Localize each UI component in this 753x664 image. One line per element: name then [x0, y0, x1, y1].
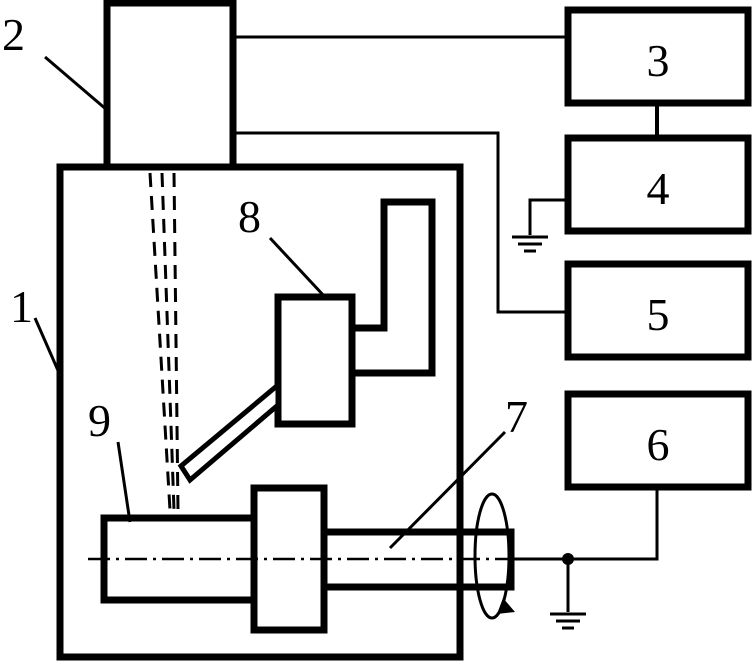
label-4: 4 [647, 163, 670, 214]
label-1: 1 [10, 281, 33, 332]
label-9: 9 [88, 395, 111, 446]
ground-symbol-shaft [550, 612, 586, 630]
wire-gun-to-5 [233, 131, 568, 314]
label-6: 6 [647, 419, 670, 470]
leader-8 [268, 236, 327, 299]
chamber [56, 163, 464, 661]
label-2: 2 [2, 9, 25, 60]
electron-gun [103, 0, 237, 171]
wire-4-to-ground [528, 198, 568, 235]
label-8: 8 [238, 191, 261, 242]
electron-beam [148, 172, 180, 511]
label-3: 3 [647, 35, 670, 86]
ground-symbol-4 [512, 235, 548, 253]
rotation-arrow [473, 492, 515, 620]
detector-holder [352, 198, 436, 377]
leader-7 [388, 430, 507, 550]
detector-probe [177, 379, 281, 484]
leader-2 [44, 55, 108, 112]
leader-1 [33, 317, 62, 376]
leader-9 [116, 441, 132, 523]
detector-body [274, 293, 356, 428]
label-7: 7 [505, 391, 528, 442]
wire-shaft-to-6 [511, 487, 659, 561]
label-5: 5 [647, 289, 670, 340]
